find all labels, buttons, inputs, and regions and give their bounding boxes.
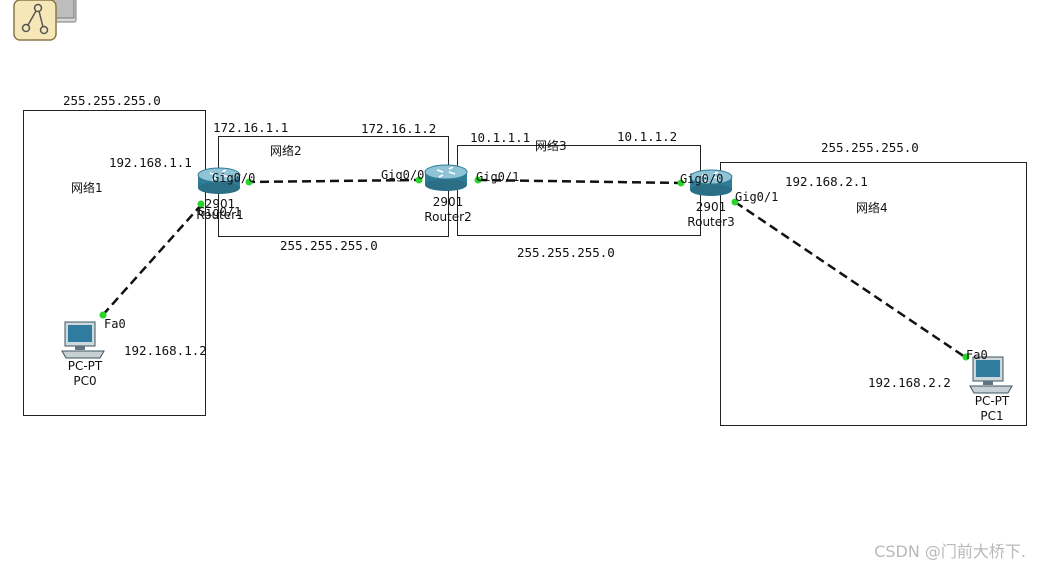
pc1-icon[interactable] [968,355,1014,395]
pc1-name: PC1 [980,409,1004,423]
pc0-name: PC0 [73,374,97,388]
r2-port-g01: Gig0/1 [476,170,520,184]
router2-name: Router2 [424,210,472,224]
router2-caption: 2901 Router2 [416,195,480,224]
pc1-port-fa0: Fa0 [966,348,988,362]
r2-g01-ip: 10.1.1.1 [470,130,531,145]
pc0-caption: PC-PT PC0 [55,359,115,388]
r1-port-g00: Gig0/0 [212,171,256,185]
link-r2-r3[interactable] [477,178,683,185]
logical-workspace-icon[interactable] [8,0,80,44]
router1-icon[interactable] [196,166,242,196]
network2-mask: 255.255.255.0 [280,238,378,253]
port-status-r2-g01 [474,176,482,184]
pc0-type: PC-PT [67,359,103,373]
network2-label: 网络2 [270,144,302,158]
r3-port-g00: Gig0/0 [680,172,724,186]
r3-g01-ip: 192.168.2.1 [785,174,868,189]
pc0-ip: 192.168.1.2 [124,343,207,358]
network1-label: 网络1 [71,181,103,195]
network4-label: 网络4 [856,201,888,215]
pc1-ip: 192.168.2.2 [868,375,951,390]
port-status-r3-g00 [677,179,685,187]
port-status-r3-g01 [731,198,739,206]
port-status-pc1-fa0 [962,353,970,361]
network1-area [23,110,206,416]
watermark: CSDN @门前大桥下. [874,542,1026,561]
r2-g00-ip: 172.16.1.2 [361,121,437,136]
port-status-r2-g00 [415,176,423,184]
r1-port-g01: Gig0/1 [198,205,242,219]
link-r1-r2[interactable] [245,178,420,184]
network3-label: 网络3 [535,139,567,153]
r2-port-g00: Gig0/0 [381,168,425,182]
router2-icon[interactable] [423,163,469,193]
port-status-pc0-fa0 [99,311,107,319]
pc0-icon[interactable] [60,320,106,360]
r1-g00-ip: 172.16.1.1 [213,120,289,135]
router3-icon[interactable] [688,168,734,198]
router3-name: Router3 [687,215,735,229]
router3-model: 2901 [695,200,727,214]
router1-caption: 2901 Router1 [190,197,250,222]
router2-model: 2901 [432,195,464,209]
link-r1-pc0[interactable] [100,203,203,318]
r1-g01-ip: 192.168.1.1 [109,155,192,170]
network3-mask: 255.255.255.0 [517,245,615,260]
r3-g00-ip: 10.1.1.2 [617,129,678,144]
r3-port-g01: Gig0/1 [735,190,779,204]
network4-area [720,162,1027,426]
link-r3-pc1[interactable] [734,200,969,361]
port-status-r1-g00 [245,178,253,186]
router1-model: 2901 [204,197,236,211]
pc1-type: PC-PT [974,394,1010,408]
network4-mask: 255.255.255.0 [821,140,919,155]
port-status-r1-g01 [197,200,205,208]
router1-name: Router1 [196,208,244,222]
pc0-port-fa0: Fa0 [104,317,126,331]
network1-mask: 255.255.255.0 [63,93,161,108]
pc1-caption: PC-PT PC1 [962,394,1022,423]
router3-caption: 2901 Router3 [680,200,742,229]
